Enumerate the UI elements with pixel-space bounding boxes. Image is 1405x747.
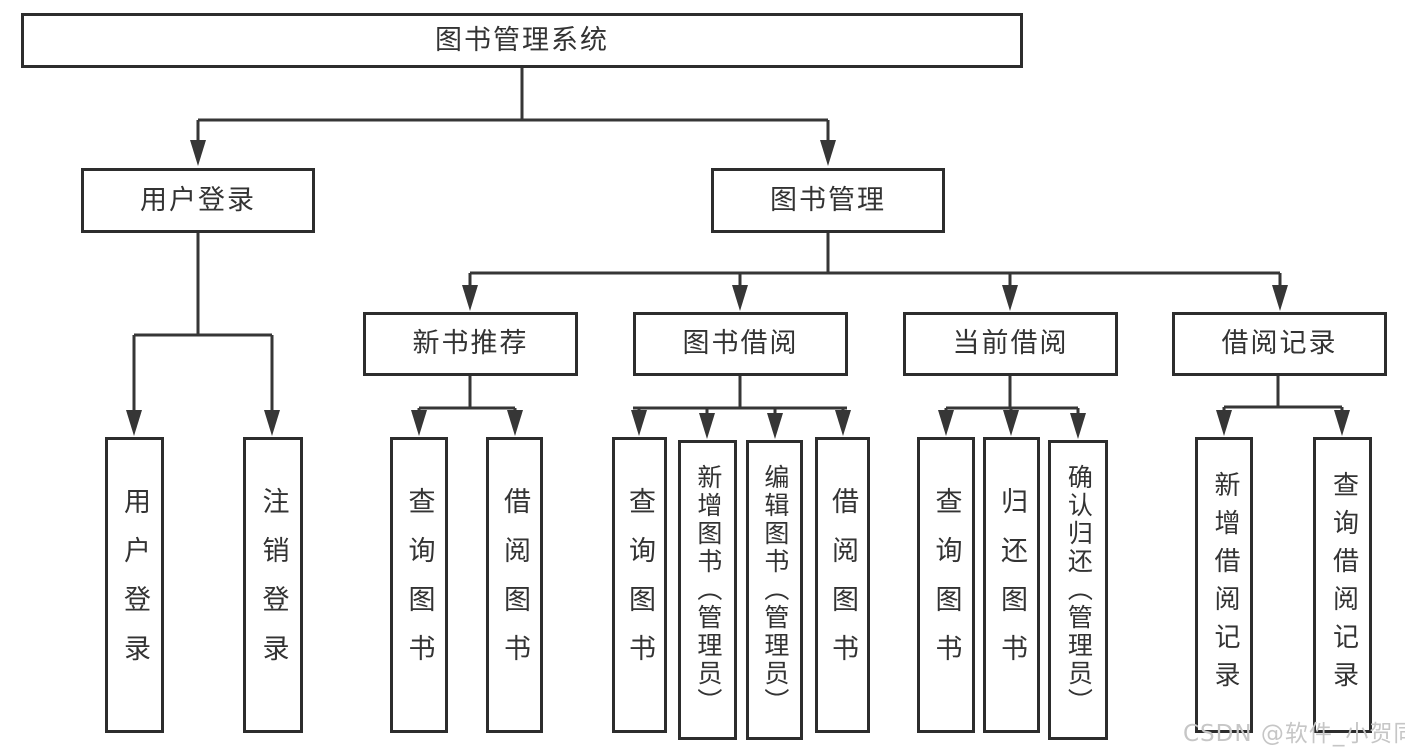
node-root: 图书管理系统 <box>21 13 1023 68</box>
leaf-confirm-return-admin: 确认归还（管理员） <box>1048 440 1108 740</box>
node-book-management: 图书管理 <box>711 168 945 233</box>
node-borrow-record: 借阅记录 <box>1172 312 1387 376</box>
leaf-query-book-current: 查询图书 <box>917 437 975 733</box>
node-current-borrow: 当前借阅 <box>903 312 1118 376</box>
leaf-logout: 注销登录 <box>243 437 303 733</box>
leaf-user-login: 用户登录 <box>105 437 164 733</box>
node-new-book-recommend: 新书推荐 <box>363 312 578 376</box>
leaf-return-book: 归还图书 <box>983 437 1040 733</box>
leaf-query-book-recommend: 查询图书 <box>390 437 448 733</box>
node-user-login: 用户登录 <box>81 168 315 233</box>
node-book-borrow: 图书借阅 <box>633 312 848 376</box>
leaf-query-borrow-record: 查询借阅记录 <box>1313 437 1372 733</box>
leaf-add-borrow-record: 新增借阅记录 <box>1195 437 1253 733</box>
leaf-borrow-book: 借阅图书 <box>815 437 870 733</box>
arrowheads <box>126 140 1350 439</box>
leaf-edit-book-admin: 编辑图书（管理员） <box>746 440 803 740</box>
csdn-watermark: CSDN @软件_小贺同学 <box>1183 721 1405 747</box>
leaf-query-book-borrow: 查询图书 <box>612 437 667 733</box>
leaf-borrow-book-recommend: 借阅图书 <box>486 437 543 733</box>
leaf-add-book-admin: 新增图书（管理员） <box>678 440 737 740</box>
